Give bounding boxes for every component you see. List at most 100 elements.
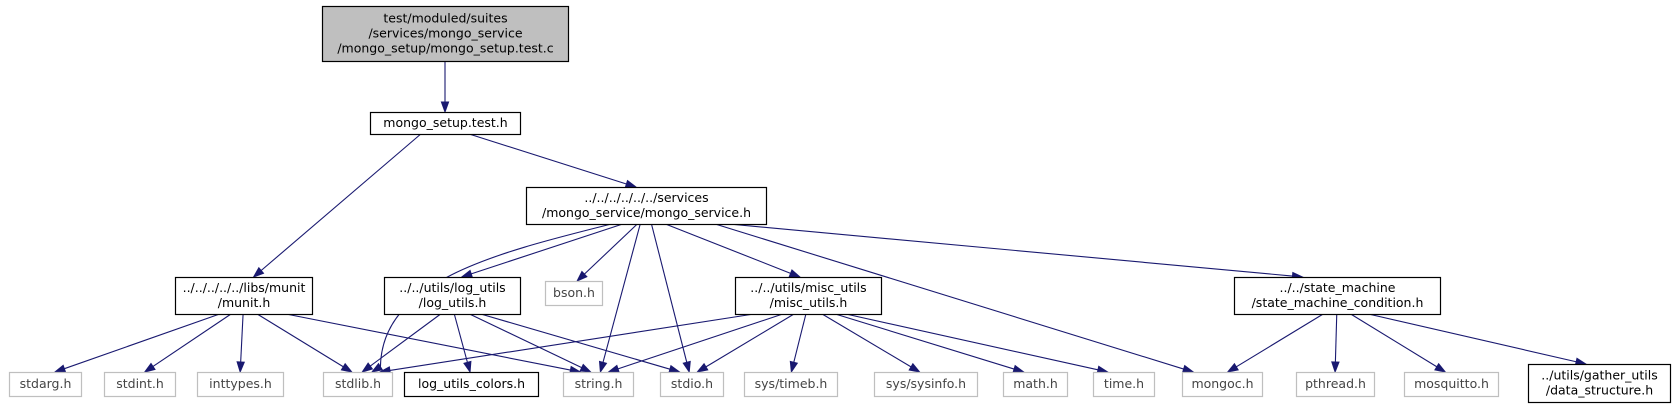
node-munit-h[interactable]: ../../../../../libs/munit/munit.h	[174, 276, 314, 316]
edge-arrowhead	[576, 270, 588, 283]
node-box	[743, 371, 839, 398]
node-box	[383, 276, 522, 316]
node-bson-h[interactable]: bson.h	[544, 280, 604, 307]
edge-arrowhead	[789, 360, 799, 374]
node-stdarg-h[interactable]: stdarg.h	[8, 371, 83, 398]
node-log-utils-colors-h[interactable]: log_utils_colors.h	[403, 371, 540, 398]
edge-line	[705, 313, 795, 368]
edge-line	[389, 313, 755, 372]
node-mongo-setup-test-h[interactable]: mongo_setup.test.h	[369, 111, 522, 136]
edge-arrowhead	[788, 269, 802, 278]
node-label: mongo_setup.test.h	[383, 115, 507, 130]
node-label: time.h	[1104, 376, 1144, 391]
node-string-h[interactable]: string.h	[562, 371, 635, 398]
edge-munit-h-to-string-h	[285, 313, 582, 375]
edge-line	[256, 313, 344, 368]
node-box	[1002, 371, 1069, 398]
edge-root-to-mongo-setup-test-h	[440, 61, 450, 114]
node-mosquitto-h[interactable]: mosquitto.h	[1403, 371, 1500, 398]
edge-misc-utils-h-to-sys-sysinfo-h	[821, 313, 921, 373]
node-log-utils-h[interactable]: ../../utils/log_utils/log_utils.h	[383, 276, 522, 316]
edge-arrowhead	[53, 364, 67, 373]
edge-arrowhead	[1181, 364, 1195, 374]
node-label: string.h	[575, 376, 623, 391]
node-label: stdint.h	[116, 376, 164, 391]
edge-arrowhead	[607, 364, 620, 373]
node-state-machine-condition-h[interactable]: ../../state_machine/state_machine_condit…	[1233, 276, 1442, 316]
node-sys-timeb-h[interactable]: sys/timeb.h	[743, 371, 839, 398]
edge-line	[285, 313, 571, 371]
node-stdio-h[interactable]: stdio.h	[659, 371, 725, 398]
node-box	[1403, 371, 1500, 398]
edge-line	[714, 223, 1184, 370]
node-box	[322, 371, 394, 398]
edge-arrowhead	[370, 362, 384, 373]
node-mongo-service-h[interactable]: ../../../../../../services/mongo_service…	[525, 186, 768, 226]
edge-arrowhead	[463, 360, 472, 374]
edge-arrowhead	[361, 362, 374, 373]
node-box	[403, 371, 540, 398]
edge-log-utils-h-to-stdio-h	[480, 313, 681, 374]
node-box	[544, 280, 604, 307]
node-inttypes-h[interactable]: inttypes.h	[196, 371, 285, 398]
node-box	[174, 276, 314, 316]
node-box	[659, 371, 725, 398]
node-label: sys/timeb.h	[755, 376, 828, 391]
edge-line	[379, 223, 612, 367]
edge-line	[617, 313, 783, 370]
edge-arrowhead	[236, 361, 246, 374]
node-box	[525, 186, 768, 226]
edge-log-utils-h-to-log-utils-colors-h	[453, 313, 472, 374]
node-sys-sysinfo-h[interactable]: sys/sysinfo.h	[873, 371, 979, 398]
edge-state-machine-condition-h-to-data-structure-h	[1368, 313, 1588, 366]
edge-arrowhead	[340, 362, 354, 373]
edge-misc-utils-h-to-time-h	[845, 313, 1110, 374]
node-label: ../../state_machine	[1280, 280, 1396, 295]
edge-arrowhead	[1434, 362, 1447, 373]
edge-arrowhead	[1226, 362, 1239, 373]
node-label: /state_machine_condition.h	[1252, 295, 1424, 310]
node-label: sys/sysinfo.h	[886, 376, 966, 391]
node-box	[1092, 371, 1156, 398]
node-box	[321, 5, 570, 63]
node-label: stdio.h	[671, 376, 713, 391]
node-misc-utils-h[interactable]: ../../utils/misc_utils/misc_utils.h	[734, 276, 883, 316]
edge-state-machine-condition-h-to-mongoc-h	[1226, 313, 1324, 373]
node-box	[8, 371, 83, 398]
edge-line	[665, 223, 791, 274]
edge-arrowhead	[579, 363, 593, 373]
edge-mongo-setup-test-h-to-munit-h	[252, 133, 422, 278]
edge-arrowhead	[696, 362, 709, 373]
edge-line	[793, 313, 807, 363]
node-box	[196, 371, 285, 398]
node-mongoc-h[interactable]: mongoc.h	[1181, 371, 1264, 398]
node-label: /mongo_setup/mongo_setup.test.c	[337, 41, 553, 56]
node-label: mongoc.h	[1191, 376, 1253, 391]
edge-state-machine-condition-h-to-mosquitto-h	[1350, 313, 1447, 373]
node-data-structure-h[interactable]: ../utils/gather_utils/data_structure.h	[1527, 363, 1672, 404]
edge-line	[1350, 313, 1438, 368]
edge-mongo-setup-test-h-to-mongo-service-h	[468, 133, 638, 188]
node-time-h[interactable]: time.h	[1092, 371, 1156, 398]
node-root[interactable]: test/moduled/suites/services/mongo_servi…	[321, 5, 570, 63]
edge-mongo-service-h-to-bson-h	[576, 223, 638, 283]
node-box	[873, 371, 979, 398]
edge-arrowhead	[624, 179, 638, 188]
edge-arrowhead	[682, 360, 691, 374]
node-label: /data_structure.h	[1546, 383, 1653, 398]
node-pthread-h[interactable]: pthread.h	[1295, 371, 1376, 398]
node-label: ../../utils/misc_utils	[750, 280, 866, 295]
edge-line	[602, 223, 641, 363]
edge-line	[1236, 313, 1324, 368]
edge-line	[240, 313, 244, 363]
node-box	[1233, 276, 1442, 316]
node-math-h[interactable]: math.h	[1002, 371, 1069, 398]
node-box	[1181, 371, 1264, 398]
node-stdint-h[interactable]: stdint.h	[103, 371, 177, 398]
node-label: inttypes.h	[209, 376, 272, 391]
edge-line	[728, 223, 1293, 277]
edge-line	[821, 313, 912, 368]
edge-mongo-service-h-to-stdio-h	[650, 223, 691, 374]
node-stdlib-h[interactable]: stdlib.h	[322, 371, 394, 398]
edge-mongo-service-h-to-string-h	[598, 223, 641, 374]
